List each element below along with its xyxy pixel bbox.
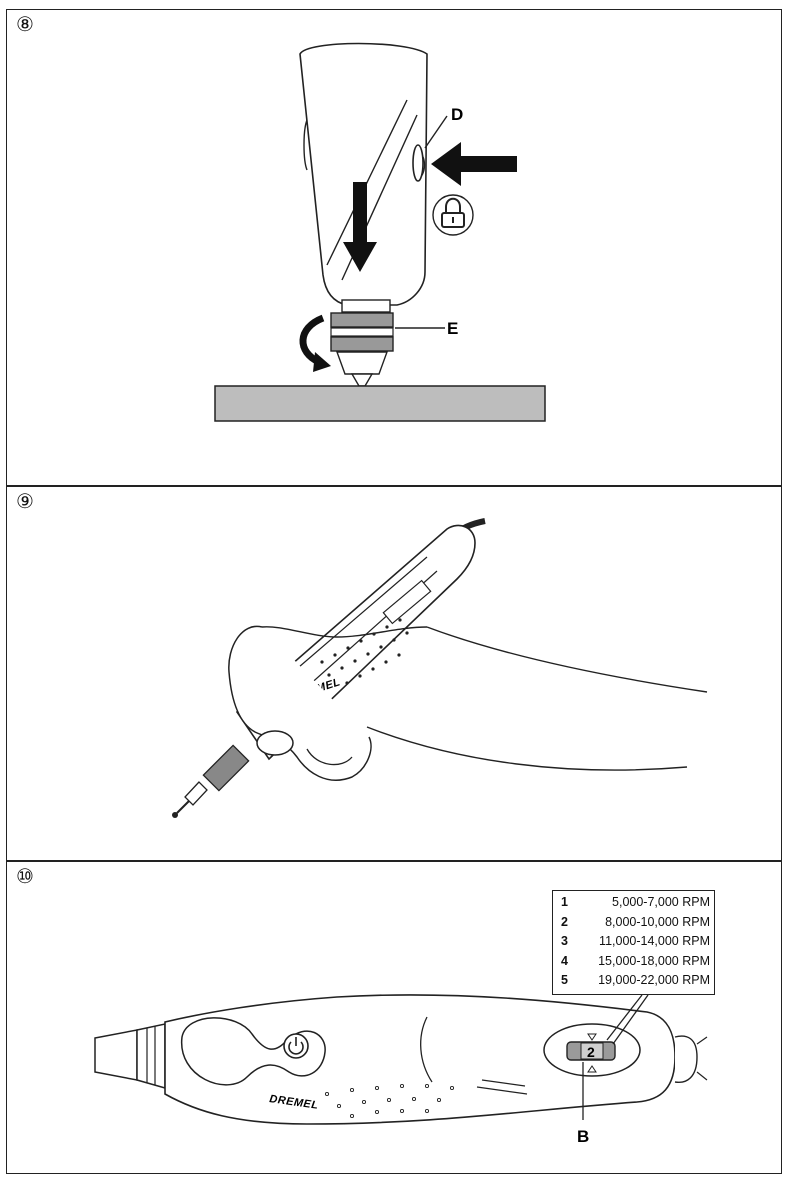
tool-collet-lock-illustration: D E: [214, 42, 546, 422]
grip-dots: [320, 618, 409, 685]
grip-dots: [324, 1083, 455, 1119]
panel-number: ⑨: [16, 489, 34, 513]
tool-body: [299, 42, 428, 306]
speed-row: 3 11,000-14,000 RPM: [561, 934, 710, 948]
collet-nut-lower: [330, 336, 394, 352]
down-arrow-icon: [343, 182, 377, 272]
panel-number: ⑩: [16, 864, 34, 888]
figure-panel-8: ⑧ D E: [6, 9, 782, 486]
padlock-icon: [432, 194, 474, 236]
tool-side-illustration: DREMEL 2 B: [94, 994, 708, 1146]
power-button-icon: [283, 1033, 309, 1059]
push-arrow-icon: [431, 142, 517, 186]
figure-panel-9: ⑨ DREMEL: [6, 486, 782, 861]
speed-row: 1 5,000-7,000 RPM: [561, 895, 710, 909]
panel-number: ⑧: [16, 12, 34, 36]
tool-body: [164, 994, 676, 1125]
callout-e: E: [447, 319, 458, 338]
callout-b: B: [577, 1127, 589, 1146]
speed-dial-value: 2: [587, 1044, 595, 1060]
rotate-arrow-icon: [299, 314, 331, 372]
collet-nut-upper: [330, 312, 394, 328]
collet-nut: [202, 744, 250, 792]
callout-d: D: [451, 105, 463, 124]
spindle-lock-button: [412, 144, 424, 182]
speed-row: 2 8,000-10,000 RPM: [561, 914, 710, 929]
speed-table: 1 5,000-7,000 RPM 2 8,000-10,000 RPM 3 1…: [552, 890, 715, 995]
speed-row: 4 15,000-18,000 RPM: [561, 953, 710, 968]
speed-row: 5 19,000-22,000 RPM: [561, 973, 710, 987]
thumb: [256, 730, 294, 756]
pen-grip-illustration: DREMEL: [172, 518, 708, 818]
workpiece: [214, 385, 546, 422]
figure-panel-10: ⑩ 1 5,000-7,000 RPM 2 8,000-10,000 RPM 3…: [6, 861, 782, 1174]
